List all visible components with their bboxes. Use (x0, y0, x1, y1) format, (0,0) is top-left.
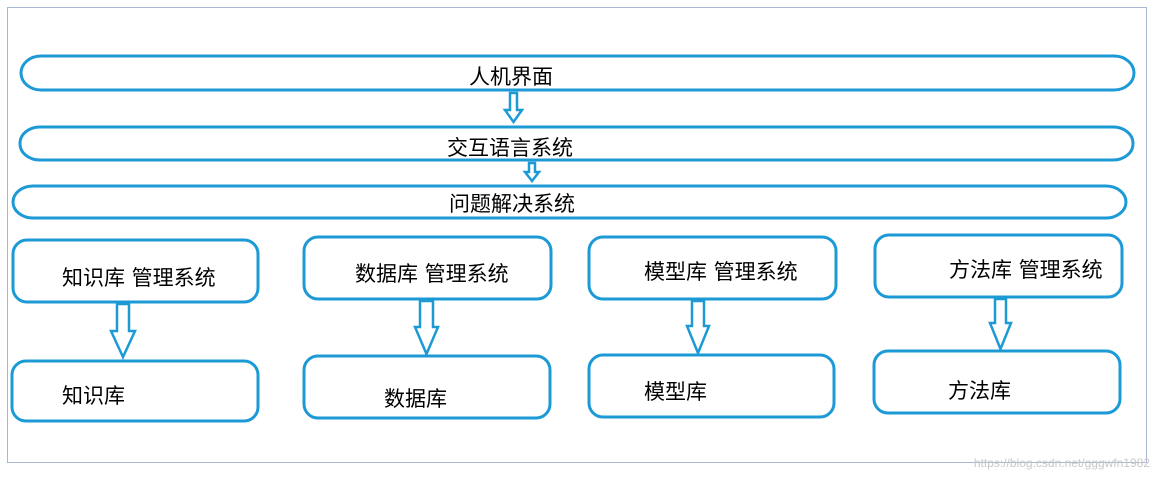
base-box-method (872, 349, 1122, 415)
layer-solver-box (11, 184, 1128, 220)
base-label-data: 数据库 (384, 387, 447, 411)
arrow-dialog-to-solver (522, 161, 542, 184)
manager-box-data (302, 235, 553, 301)
arrow-ui-to-dialog (502, 91, 525, 125)
base-label-method: 方法库 (948, 379, 1011, 403)
base-label-knowledge: 知识库 (62, 384, 125, 408)
manager-label-method: 方法库 管理系统 (949, 258, 1103, 282)
manager-label-model: 模型库 管理系统 (644, 260, 798, 284)
base-box-knowledge (10, 359, 260, 423)
base-box-model (587, 353, 836, 419)
layer-solver-label: 问题解决系统 (449, 192, 575, 216)
layer-dialog-label: 交互语言系统 (447, 136, 573, 160)
layer-ui-box (19, 54, 1136, 92)
layer-dialog-box (18, 125, 1135, 162)
diagram-frame (7, 7, 1147, 463)
arrow-data (413, 299, 440, 358)
manager-label-data: 数据库 管理系统 (355, 262, 509, 286)
arrow-method (988, 297, 1013, 353)
arrow-model (685, 299, 711, 357)
base-label-model: 模型库 (644, 380, 707, 404)
manager-box-method (873, 233, 1124, 299)
manager-box-model (587, 235, 838, 301)
arrow-knowledge (109, 302, 137, 360)
manager-label-knowledge: 知识库 管理系统 (62, 266, 216, 290)
layer-ui-label: 人机界面 (469, 65, 553, 89)
watermark: https://blog.csdn.net/gggwfn1982 (973, 456, 1150, 470)
manager-box-knowledge (11, 238, 260, 304)
